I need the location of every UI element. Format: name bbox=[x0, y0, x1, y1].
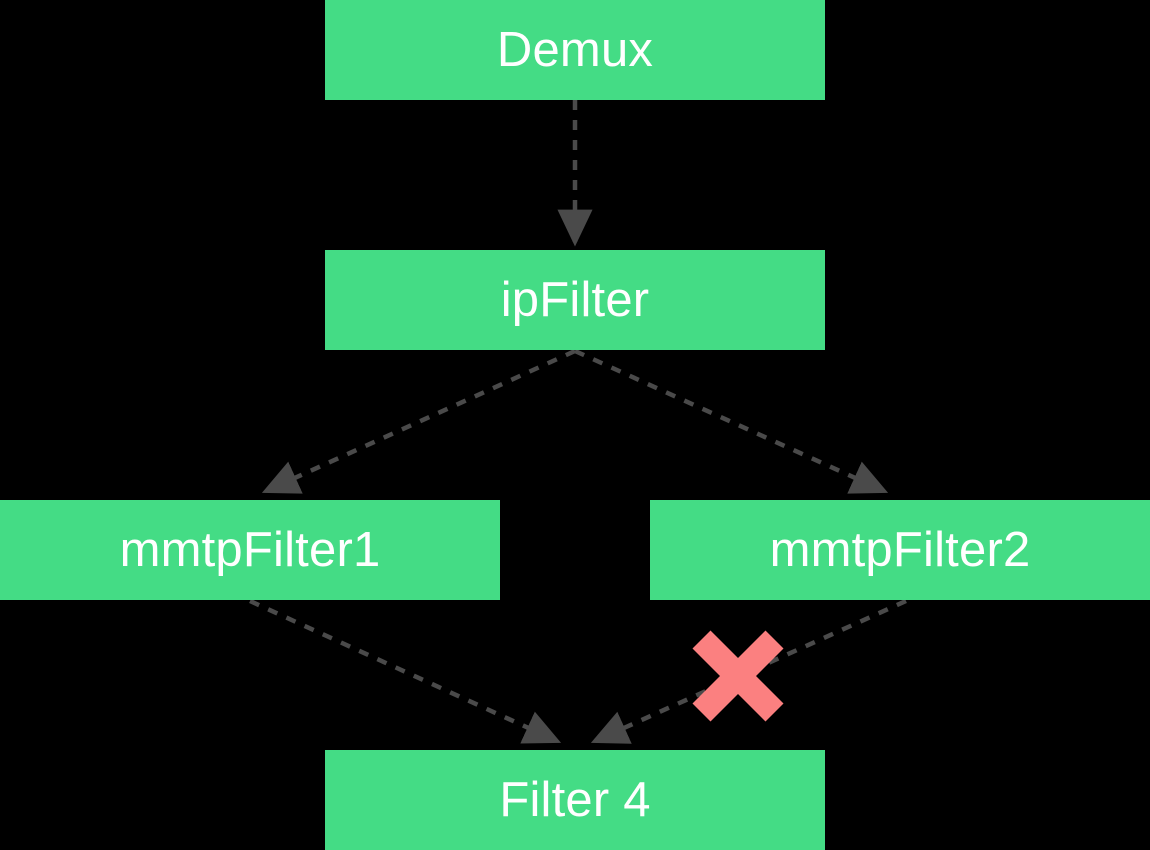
node-filter4-label: Filter 4 bbox=[499, 772, 651, 827]
node-filter4[interactable]: Filter 4 bbox=[325, 750, 825, 850]
edge-mmtpfilter2-to-filter4 bbox=[590, 598, 907, 744]
node-mmtpfilter2-label: mmtpFilter2 bbox=[769, 522, 1031, 577]
node-mmtpfilter1-label: mmtpFilter1 bbox=[119, 522, 381, 577]
node-ipfilter[interactable]: ipFilter bbox=[325, 250, 825, 350]
node-demux-label: Demux bbox=[496, 22, 654, 77]
edge-mmtpfilter1-to-filter4 bbox=[249, 598, 562, 744]
edge-ipfilter-to-mmtpfilter1 bbox=[261, 348, 576, 494]
node-demux[interactable]: Demux bbox=[325, 0, 825, 100]
edge-ipfilter-to-mmtpfilter2 bbox=[574, 348, 889, 494]
node-mmtpfilter1[interactable]: mmtpFilter1 bbox=[0, 500, 500, 600]
node-ipfilter-label: ipFilter bbox=[500, 272, 650, 327]
node-mmtpfilter2[interactable]: mmtpFilter2 bbox=[650, 500, 1150, 600]
